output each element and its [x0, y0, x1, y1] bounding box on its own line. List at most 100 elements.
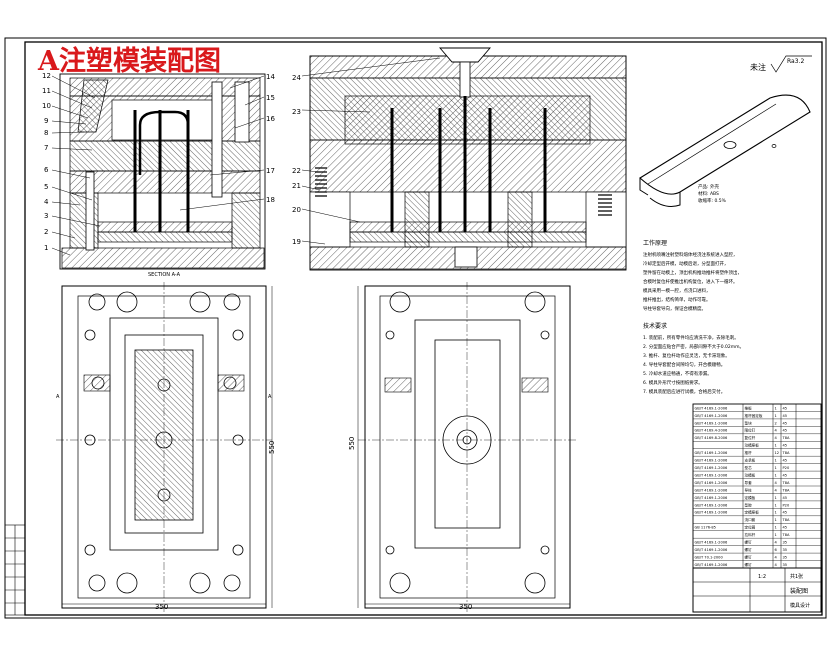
working-principle: 工作原理 注射机喷嘴注射塑料熔体经浇注系统进入型腔， 冷却定型后开模，动模后退，…	[643, 239, 742, 312]
bom-cell: 导柱	[745, 487, 753, 492]
bom-cell: T8A	[782, 533, 790, 537]
tech-line: 3. 推杆、复位杆动作应灵活，无卡滞现象。	[643, 352, 730, 359]
part-number: 10	[42, 102, 51, 110]
bom-cell: 1	[775, 473, 777, 477]
bom-cell: 垫块	[745, 420, 753, 425]
bom-cell: GB/T 4169.1-2006	[695, 459, 729, 463]
bom-cell: 推板	[745, 405, 753, 410]
bom-cell: T8A	[782, 451, 790, 455]
tech-line: 1. 装配前，所有零件均应清洗干净，去除毛刺。	[643, 334, 739, 341]
requirements-line: 模具采用一模一腔，点浇口进料，	[643, 287, 711, 294]
bom-cell: GB/T 4169.4-2006	[695, 429, 729, 433]
product-note: 收缩率: 0.5%	[698, 197, 727, 204]
bom-cell: P20	[783, 503, 790, 507]
bom-cell: GB/T 4169.1-2006	[695, 481, 729, 485]
bom-cell: 型芯	[745, 465, 753, 470]
roughness-prefix: 未注	[750, 62, 766, 72]
roughness-value: Ra3.2	[787, 58, 804, 65]
part-number: 14	[266, 73, 275, 81]
bom-cell: GB/T 4169.1-2006	[695, 414, 729, 418]
part-number: 22	[292, 167, 301, 175]
part-number: 5	[44, 183, 48, 191]
section-mark: A	[268, 394, 272, 400]
tech-line: 4. 导柱导套配合间隙均匀，开合模顺畅。	[643, 361, 725, 368]
bom-cell: 1	[775, 533, 777, 537]
title-block-sheet: 共1张	[790, 573, 803, 580]
bom-cell: GB/T 4169.1-2006	[695, 496, 729, 500]
bom-cell: 动模座板	[745, 443, 760, 448]
bom-cell: 45	[783, 473, 788, 477]
bom-cell: GB 1176-85	[695, 526, 716, 530]
bom-cell: T8A	[782, 436, 790, 440]
bom-cell: GB/T 4169.1-2006	[695, 473, 729, 477]
part-number: 17	[266, 167, 275, 175]
plan-view-right: 350 550	[348, 282, 576, 612]
bom-cell: 导套	[745, 480, 753, 485]
bom-cell: 35	[783, 541, 788, 545]
part-number: 8	[44, 129, 48, 137]
title-block-scale: 1:2	[758, 574, 766, 580]
technical-requirements: 技术要求 1. 装配前，所有零件均应清洗干净，去除毛刺。 2. 分型面应贴合严密…	[643, 322, 744, 395]
bom-cell: 45	[783, 511, 788, 515]
part-number: 6	[44, 166, 49, 174]
part-number: 16	[266, 115, 275, 123]
product-note: 产品: 外壳	[698, 183, 719, 190]
bom-cell: 45	[783, 429, 788, 433]
bom-cell: P20	[783, 466, 790, 470]
part-number: 23	[292, 108, 301, 116]
part-number: 9	[44, 117, 48, 125]
bom-cell: GB/T 4169.1-2006	[695, 488, 729, 492]
left-leaders	[51, 75, 265, 256]
requirements-line: 合模时复位杆使推出机构复位，进入下一循环。	[643, 278, 738, 285]
bom-cell: 1	[775, 503, 777, 507]
bom-cell: 1	[775, 518, 777, 522]
dimension-height-right: 550	[348, 437, 356, 450]
part-number: 2	[44, 228, 48, 236]
bom-cell: 45	[783, 444, 788, 448]
bom-cell: 4	[775, 481, 778, 485]
bom-cell: GB/T 4169.1-2006	[695, 563, 729, 567]
part-number: 21	[292, 182, 301, 190]
tech-title: 技术要求	[643, 322, 667, 330]
tech-line: 5. 冷却水道应畅通，不得有渗漏。	[643, 370, 712, 377]
bom-cell: 45	[783, 421, 788, 425]
bom-cell: 复位杆	[745, 435, 756, 440]
bom-cell: 4	[775, 488, 778, 492]
bom-cell: GB/T 4169.1-2006	[695, 541, 729, 545]
plan-view-left: A A 350 550	[56, 282, 276, 612]
requirements-line: 冷却定型后开模，动模后退，分型面打开，	[643, 260, 729, 267]
bom-cell: 1	[775, 459, 777, 463]
part-number: 20	[292, 206, 301, 214]
bom-cell: GB/T 4169.1-2006	[695, 511, 729, 515]
bom-cell: 4	[775, 436, 778, 440]
bom-cell: 浇口套	[745, 517, 756, 522]
section-view-right	[309, 47, 627, 271]
part-number: 3	[44, 212, 48, 220]
roughness-symbol: 未注 Ra3.2	[750, 55, 812, 73]
dimension-width-right: 350	[459, 603, 472, 611]
section-mark: A	[56, 394, 60, 400]
part-number: 1	[44, 244, 48, 252]
bom-cell: 45	[783, 459, 788, 463]
requirements-line: 推杆推出，结构简单，动作可靠。	[643, 296, 711, 303]
inner-frame	[24, 41, 823, 616]
bom-cell: 45	[783, 406, 788, 410]
product-3d-view	[639, 94, 811, 207]
bom-cell: 螺钉	[745, 554, 753, 559]
bom-cell: GB/T 4169.8-2006	[695, 436, 729, 440]
requirements-title: 工作原理	[643, 239, 667, 247]
bom-cell: 1	[775, 466, 777, 470]
bom-cell: GB/T 4169.1-2006	[695, 451, 729, 455]
drawing-title: A注塑模装配图	[37, 45, 221, 77]
bom-cell: 螺钉	[745, 547, 753, 552]
bom-cell: 推杆	[745, 450, 753, 455]
bom-cell: 拉料杆	[745, 532, 756, 537]
bom-cell: 1	[775, 526, 777, 530]
bom-cell: GB/T 70.1-2000	[695, 555, 724, 559]
part-number: 7	[44, 144, 48, 152]
bom-cell: 1	[775, 444, 777, 448]
bom-cell: 6	[775, 548, 778, 552]
bom-cell: 12	[775, 451, 780, 455]
